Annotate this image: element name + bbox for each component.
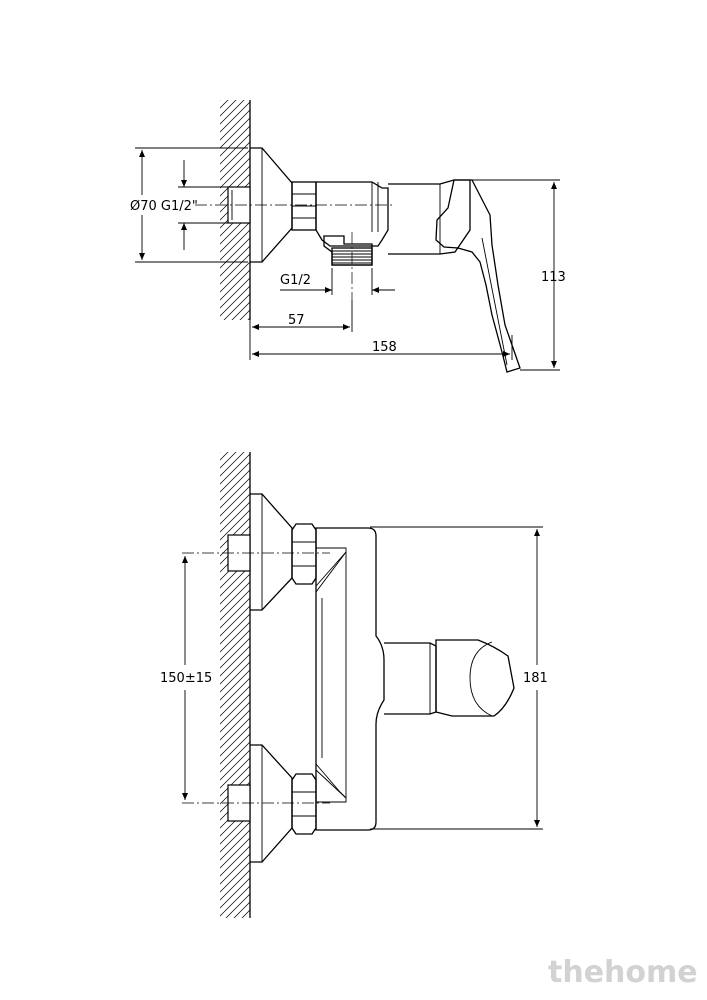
side-view: Ø70 G1/2" G1/2 57 158 113 — [130, 100, 566, 373]
watermark: thehome — [548, 955, 698, 990]
dim-outlet-offset-label: 57 — [288, 313, 305, 328]
cartridge-housing — [388, 179, 471, 255]
dim-depth-label: 158 — [372, 340, 397, 355]
lower-hex-nut — [291, 773, 317, 835]
outlet-fitting — [323, 235, 373, 266]
front-view: 150±15 181 — [160, 452, 548, 918]
front-handle — [435, 639, 515, 717]
mixer-body — [315, 181, 389, 247]
dim-diameter-label: Ø70 G1/2" — [130, 199, 198, 214]
wall-hatch-bottom — [220, 452, 250, 918]
dim-body-height-label: 181 — [523, 671, 548, 686]
upper-hex-nut — [291, 523, 317, 585]
lower-flange — [250, 744, 293, 863]
front-cartridge-body — [384, 642, 437, 715]
dim-outlet-thread-label: G1/2 — [280, 273, 311, 288]
mixer-vertical-body — [315, 527, 385, 831]
upper-flange — [250, 493, 293, 611]
mixer-lever — [435, 179, 521, 373]
dim-center-distance-label: 150±15 — [160, 671, 212, 686]
dim-height-label: 113 — [541, 270, 566, 285]
